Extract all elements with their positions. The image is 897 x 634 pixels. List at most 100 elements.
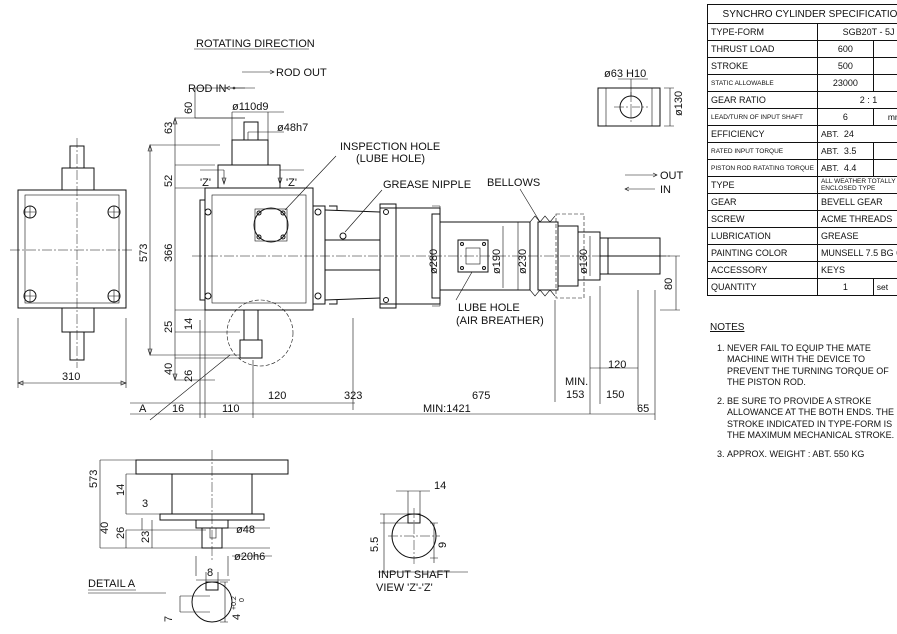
zz-dim-14: 14	[434, 480, 446, 492]
dim-153: 153	[566, 389, 584, 401]
input-shaft-view	[378, 490, 468, 574]
spec-value: BEVELL GEAR	[816, 193, 897, 211]
dim-60: 60	[183, 102, 195, 114]
air-breather-label: (AIR BREATHER)	[456, 315, 544, 327]
dim-120b: 120	[608, 359, 626, 371]
inspection-hole-label: INSPECTION HOLE	[340, 141, 440, 153]
spec-value: 500	[816, 57, 874, 75]
dim-150: 150	[606, 389, 624, 401]
detail-tol-lower: 0	[239, 598, 246, 602]
spec-key: STATIC ALLOWABLE	[707, 74, 818, 92]
dim-d230: ø230	[517, 249, 529, 274]
dim-323: 323	[344, 390, 362, 402]
detail-dim-7: 7	[163, 616, 175, 622]
input-shaft-label: INPUT SHAFT	[378, 569, 450, 581]
flange-end-view	[597, 78, 674, 127]
spec-value: ALL WEATHER TOTALLY ENCLOSED TYPE	[816, 176, 897, 194]
view-zz-label: VIEW 'Z'-'Z'	[376, 582, 433, 594]
spec-row: THRUST LOAD600kg	[707, 40, 897, 58]
detail-a-label: DETAIL A	[88, 578, 136, 590]
dim-min-label: MIN.	[565, 376, 588, 388]
dim-d190: ø190	[491, 249, 503, 274]
spec-value: 23000	[816, 74, 874, 92]
drawing-labels: ROTATING DIRECTION ROD OUT ROD IN INSPEC…	[88, 38, 684, 594]
dim-14: 14	[183, 318, 195, 330]
dim-d280: ø280	[428, 249, 440, 274]
detail-dim-14: 14	[115, 484, 127, 496]
spec-unit: kg-m	[872, 159, 897, 177]
lube-hole-paren-label: (LUBE HOLE)	[356, 153, 425, 165]
dim-d110d9: ø110d9	[232, 101, 269, 113]
spec-value: 1	[816, 278, 874, 296]
spec-key: EFFICIENCY	[707, 125, 818, 143]
spec-row: STROKE500mm	[707, 57, 897, 75]
spec-value: GREASE	[816, 227, 897, 245]
dim-110: 110	[222, 403, 240, 415]
dim-120a: 120	[268, 390, 286, 402]
note-item: APPROX. WEIGHT : ABT. 550 KG	[727, 449, 895, 461]
note-item: NEVER FAIL TO EQUIP THE MATE MACHINE WIT…	[727, 343, 895, 389]
spec-value-cell: ABT. 24	[816, 125, 897, 143]
spec-value: 4.4	[843, 163, 857, 173]
dim-min1421: MIN:1421	[423, 403, 471, 415]
detail-dim-d20h6: ø20h6	[234, 551, 265, 563]
rod-out-label: ROD OUT	[276, 67, 327, 79]
notes-list: NEVER FAIL TO EQUIP THE MATE MACHINE WIT…	[710, 343, 895, 461]
spec-unit: set	[872, 278, 897, 296]
spec-abt: ABT.	[820, 146, 839, 156]
z-marker-right: 'Z'	[286, 177, 297, 189]
a-marker: A	[139, 403, 147, 415]
detail-dim-26: 26	[115, 527, 127, 539]
spec-unit: kg	[872, 40, 897, 58]
detail-tol-upper: +0.2	[231, 596, 238, 610]
dim-573: 573	[138, 244, 150, 262]
detail-dim-573: 573	[88, 470, 100, 488]
spec-abt: ABT.	[820, 129, 839, 139]
spec-key: LUBRICATION	[707, 227, 818, 245]
spec-key: TYPE	[707, 176, 818, 194]
out-label: OUT	[660, 170, 684, 182]
main-view	[149, 121, 672, 421]
spec-value: KEYS	[816, 261, 897, 279]
spec-key: THRUST LOAD	[707, 40, 818, 58]
detail-dim-23: 23	[140, 531, 152, 543]
dimension-values: ø63 H10 ø130 ø110d9 ø48h7 ø280 ø190 ø230…	[62, 68, 685, 622]
spec-value: 3.5	[843, 146, 857, 156]
main-dimensions	[130, 87, 680, 420]
spec-value: ACME THREADS	[816, 210, 897, 228]
spec-unit: mm	[872, 57, 897, 75]
dim-675: 675	[472, 390, 490, 402]
spec-row: STATIC ALLOWABLE23000kg	[707, 74, 897, 92]
spec-key: QUANTITY	[707, 278, 818, 296]
spec-key: PISTON ROD RATATING TORQUE	[707, 159, 818, 177]
specification-table: SYNCHRO CYLINDER SPECIFICATION TYPE-FORM…	[706, 4, 897, 296]
spec-unit: kg	[872, 74, 897, 92]
spec-abt: ABT.	[820, 163, 839, 173]
note-item: BE SURE TO PROVIDE A STROKE ALLOWANCE AT…	[727, 396, 895, 442]
bellows-label: BELLOWS	[487, 177, 540, 189]
grease-nipple-label: GREASE NIPPLE	[383, 179, 471, 191]
dim-d130-small: ø130	[673, 91, 685, 116]
rotating-direction-label: ROTATING DIRECTION	[196, 38, 315, 50]
spec-value-cell: ABT. 3.5	[816, 142, 874, 160]
detail-dim-40: 40	[99, 522, 111, 534]
in-label: IN	[660, 184, 671, 196]
notes-title: NOTES	[710, 322, 745, 333]
dim-65: 65	[637, 403, 649, 415]
dim-25: 25	[163, 321, 175, 333]
dim-d130: ø130	[578, 249, 590, 274]
dim-40: 40	[163, 363, 175, 375]
zz-dim-9: 9	[437, 542, 449, 548]
z-marker-left: 'Z'	[200, 177, 211, 189]
